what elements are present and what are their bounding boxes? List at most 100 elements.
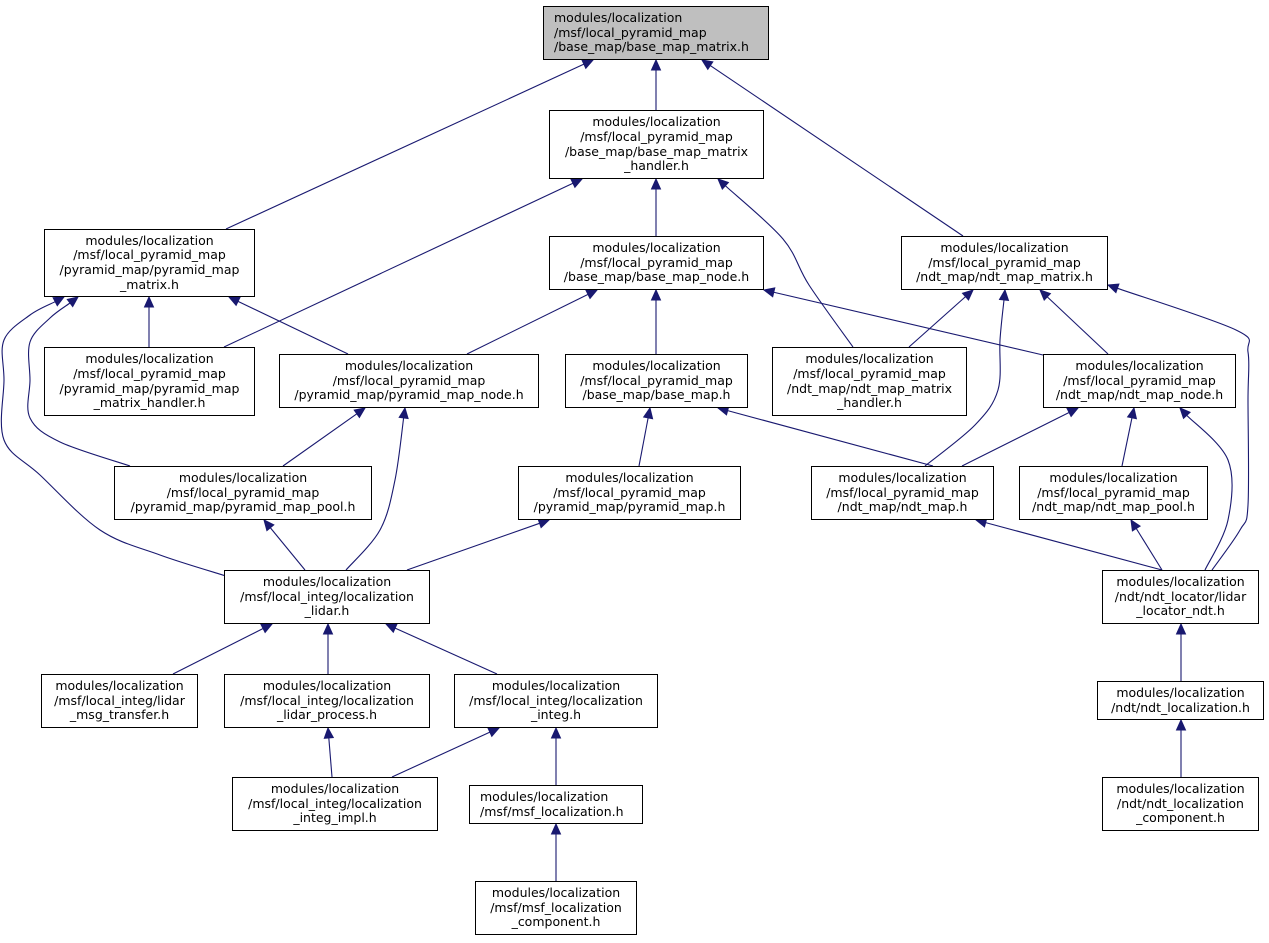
edge-ndt-localization-to-lidar-locator-ndt xyxy=(1175,622,1187,681)
file-path-line: _component.h xyxy=(1136,810,1225,826)
file-path-line: /pyramid_map/pyramid_map_node.h xyxy=(294,387,524,403)
edge-arrowhead xyxy=(961,289,974,301)
edge-base-map-matrix-handler-to-base-map-matrix xyxy=(650,58,662,110)
edge-pyramid-map-pool-to-pyramid-map-node xyxy=(282,407,367,467)
edge-localization-integ-impl-to-localization-lidar-process xyxy=(323,726,335,778)
edge-localization-integ-impl-to-localization-integ xyxy=(391,727,501,778)
file-node-lidar-locator-ndt[interactable]: modules/localization/ndt/ndt_locator/lid… xyxy=(1102,570,1259,624)
edge-ndt-map-node-to-ndt-map-matrix xyxy=(1039,289,1109,355)
file-path-line: /msf/local_pyramid_map xyxy=(928,254,1081,270)
file-node-base-map-matrix-handler[interactable]: modules/localization/msf/local_pyramid_m… xyxy=(549,110,764,179)
file-node-ndt-map-matrix-handler[interactable]: modules/localization/msf/local_pyramid_m… xyxy=(772,347,967,416)
file-node-pyramid-map-node[interactable]: modules/localization/msf/local_pyramid_m… xyxy=(279,354,539,408)
edge-pyramid-map-matrix-handler-to-pyramid-map-matrix xyxy=(143,295,155,347)
file-node-pyramid-map-pool[interactable]: modules/localization/msf/local_pyramid_m… xyxy=(114,466,372,520)
file-path-line: /pyramid_map/pyramid_map_pool.h xyxy=(130,499,356,515)
edge-lidar-locator-ndt-to-ndt-map-pool xyxy=(1130,518,1163,571)
file-path-line: modules/localization xyxy=(1116,781,1245,797)
file-path-line: /msf/local_pyramid_map xyxy=(553,484,706,500)
file-path-line: /pyramid_map/pyramid_map.h xyxy=(533,499,726,515)
edge-pyramid-map-matrix-handler-to-base-map-matrix-handler xyxy=(223,178,584,348)
edge-line xyxy=(985,522,1163,571)
edge-line xyxy=(394,627,498,675)
file-path-line: /msf/local_pyramid_map xyxy=(166,484,320,500)
file-path-line: modules/localization xyxy=(554,10,683,26)
file-node-base-map[interactable]: modules/localization/msf/local_pyramid_m… xyxy=(565,354,748,408)
file-node-localization-lidar[interactable]: modules/localization/msf/local_integ/loc… xyxy=(224,570,430,624)
edge-arrowhead xyxy=(650,58,662,71)
edge-msf-localization-component-to-msf-localization xyxy=(550,822,562,881)
file-path-line: modules/localization xyxy=(480,788,609,804)
file-path-line: /msf/local_pyramid_map xyxy=(580,128,733,144)
file-node-ndt-map-pool[interactable]: modules/localization/msf/local_pyramid_m… xyxy=(1019,466,1208,520)
file-path-line: /msf/local_pyramid_map xyxy=(580,372,733,388)
file-path-line: /msf/local_pyramid_map xyxy=(73,365,226,381)
file-path-line: /msf/local_integ/localization xyxy=(240,588,414,604)
edge-pyramid-map-pool-to-pyramid-map-matrix xyxy=(27,296,131,467)
edge-localization-lidar-to-pyramid-map-matrix xyxy=(0,296,227,577)
edge-line xyxy=(1135,528,1163,571)
file-path-line: /ndt/ndt_localization xyxy=(1117,795,1244,811)
edge-localization-lidar-to-pyramid-map-node xyxy=(345,406,409,571)
edge-line xyxy=(924,299,1005,467)
file-node-ndt-localization-component[interactable]: modules/localization/ndt/ndt_localizatio… xyxy=(1102,777,1259,831)
edge-lidar-locator-ndt-to-ndt-map xyxy=(974,517,1163,571)
file-path-line: /msf/local_pyramid_map xyxy=(1037,484,1190,500)
edge-arrowhead xyxy=(1175,718,1187,731)
edge-arrowhead xyxy=(550,822,562,835)
file-node-msf-localization[interactable]: modules/localization/msf/msf_localizatio… xyxy=(469,785,643,824)
file-node-pyramid-map-matrix[interactable]: modules/localization/msf/local_pyramid_m… xyxy=(44,229,255,297)
file-path-line: modules/localization xyxy=(178,470,308,486)
file-path-line: /msf/local_pyramid_map xyxy=(826,484,979,500)
file-node-lidar-msg-transfer[interactable]: modules/localization/msf/local_integ/lid… xyxy=(41,674,198,728)
file-path-line: /ndt/ndt_localization.h xyxy=(1111,699,1250,715)
edge-arrowhead xyxy=(550,726,562,739)
edge-line xyxy=(1117,287,1250,571)
edge-msf-localization-to-localization-integ xyxy=(550,726,562,785)
edge-ndt-map-matrix-handler-to-base-map-matrix-handler xyxy=(717,178,854,348)
edge-localization-lidar-process-to-localization-lidar xyxy=(322,622,334,674)
edge-pyramid-map-to-base-map xyxy=(638,406,654,467)
edge-line xyxy=(773,291,1044,356)
file-path-line: /ndt_map/ndt_map.h xyxy=(837,499,968,515)
edge-line xyxy=(328,737,333,778)
file-path-line: /msf/local_pyramid_map xyxy=(1063,372,1216,388)
edge-line xyxy=(406,522,540,571)
file-node-pyramid-map-matrix-handler[interactable]: modules/localization/msf/local_pyramid_m… xyxy=(44,347,255,416)
file-path-line: modules/localization xyxy=(592,240,721,256)
file-path-line: /msf/local_pyramid_map xyxy=(332,372,486,388)
file-node-localization-integ[interactable]: modules/localization/msf/local_integ/loc… xyxy=(454,674,658,728)
file-node-ndt-map-matrix[interactable]: modules/localization/msf/local_pyramid_m… xyxy=(901,236,1108,290)
edge-arrowhead xyxy=(650,288,662,301)
edge-arrowhead xyxy=(762,287,776,298)
edge-line xyxy=(1186,414,1233,571)
file-path-line: modules/localization xyxy=(1116,574,1245,590)
edge-arrowhead xyxy=(1066,407,1080,418)
edge-arrowhead xyxy=(1130,518,1142,532)
file-path-line: modules/localization xyxy=(592,114,721,130)
file-node-localization-lidar-process[interactable]: modules/localization/msf/local_integ/loc… xyxy=(224,674,430,728)
file-path-line: /ndt_map/ndt_map_matrix xyxy=(787,380,952,396)
file-path-line: _handler.h xyxy=(624,158,689,174)
edge-line xyxy=(282,413,358,467)
edge-arrowhead xyxy=(537,518,551,529)
file-node-ndt-map[interactable]: modules/localization/msf/local_pyramid_m… xyxy=(811,466,994,520)
file-path-line: _matrix.h xyxy=(120,276,179,292)
file-node-ndt-map-node[interactable]: modules/localization/msf/local_pyramid_m… xyxy=(1043,354,1236,408)
file-node-base-map-node[interactable]: modules/localization/msf/local_pyramid_m… xyxy=(549,236,764,290)
file-node-pyramid-map[interactable]: modules/localization/msf/local_pyramid_m… xyxy=(518,466,741,520)
edge-arrowhead xyxy=(1039,289,1052,301)
edge-arrowhead xyxy=(570,178,584,189)
file-node-ndt-localization[interactable]: modules/localization/ndt/ndt_localizatio… xyxy=(1097,681,1264,720)
edge-lidar-locator-ndt-to-ndt-map-node xyxy=(1179,407,1233,571)
edge-localization-lidar-to-pyramid-map xyxy=(406,518,551,571)
file-path-line: /pyramid_map/pyramid_map xyxy=(59,262,240,277)
edge-ndt-map-to-ndt-map-node xyxy=(961,407,1080,467)
file-path-line: modules/localization xyxy=(838,470,967,486)
edge-arrowhead xyxy=(323,726,335,739)
file-node-localization-integ-impl[interactable]: modules/localization/msf/local_integ/loc… xyxy=(232,777,438,831)
file-node-msf-localization-component[interactable]: modules/localization/msf/msf_localizatio… xyxy=(475,881,637,935)
edge-arrowhead xyxy=(585,289,599,300)
file-path-line: /ndt/ndt_locator/lidar xyxy=(1114,588,1247,604)
